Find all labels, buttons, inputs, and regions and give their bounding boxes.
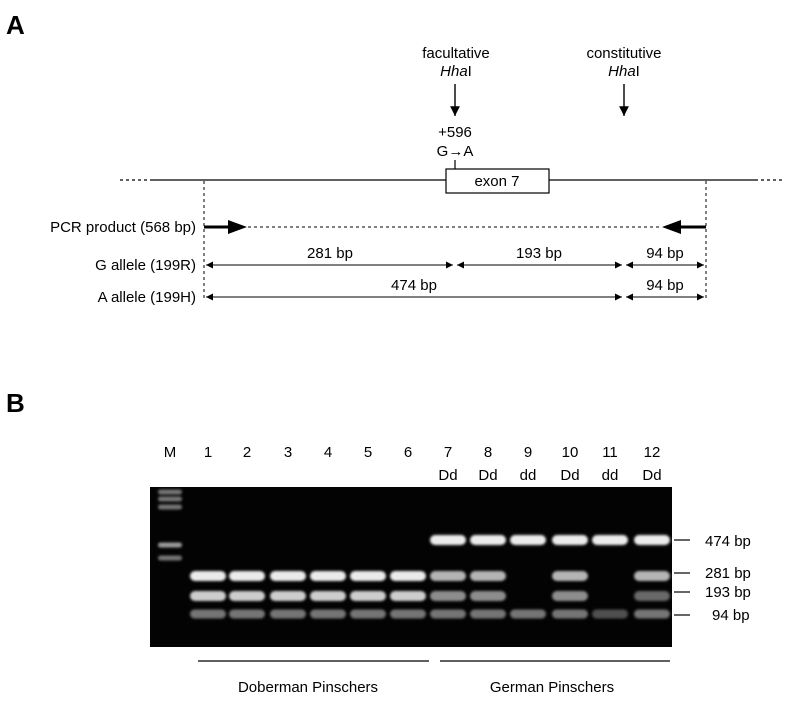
a-474-label: 474 bp	[391, 277, 437, 294]
lane-number-9: 9	[524, 444, 532, 461]
band-lane-4-94	[310, 609, 346, 619]
band-lane-3-94	[270, 609, 306, 619]
band-lane-7-94	[430, 609, 466, 619]
pcr-product-label: PCR product (568 bp)	[50, 219, 196, 236]
lane-genotype-10: Dd	[560, 467, 579, 484]
forward-primer-arrow	[228, 220, 247, 234]
size-label-193: 193 bp	[705, 584, 751, 601]
lane-number-10: 10	[562, 444, 579, 461]
german-group-label: German Pinschers	[490, 679, 614, 696]
mutation-change: G→A	[437, 143, 474, 160]
reverse-primer-arrow	[662, 220, 681, 234]
size-marker-group: 474 bp 281 bp 193 bp 94 bp	[674, 533, 751, 624]
band-lane-7-281	[430, 571, 466, 581]
band-lane-11-94	[592, 609, 628, 619]
band-lane-3-193	[270, 591, 306, 601]
gel-image	[150, 487, 672, 647]
lane-number-2: 2	[243, 444, 251, 461]
band-lane-10-94	[552, 609, 588, 619]
band-lane-2-193	[229, 591, 265, 601]
band-lane-10-193	[552, 591, 588, 601]
lane-genotype-7: Dd	[438, 467, 457, 484]
lane-number-M: M	[164, 444, 177, 461]
ladder-band-4	[158, 542, 182, 548]
band-lane-12-474	[634, 535, 670, 545]
band-lane-5-94	[350, 609, 386, 619]
band-lane-12-94	[634, 609, 670, 619]
band-lane-5-193	[350, 591, 386, 601]
lane-genotype-8: Dd	[478, 467, 497, 484]
lane-number-12: 12	[644, 444, 661, 461]
constitutive-label: constitutive	[586, 45, 661, 62]
band-lane-1-281	[190, 571, 226, 581]
ladder-band-2	[158, 496, 182, 502]
band-lane-2-94	[229, 609, 265, 619]
band-lane-5-281	[350, 571, 386, 581]
band-lane-4-193	[310, 591, 346, 601]
size-label-281: 281 bp	[705, 565, 751, 582]
g-193-label: 193 bp	[516, 245, 562, 262]
g-94-label: 94 bp	[646, 245, 684, 262]
band-lane-6-94	[390, 609, 426, 619]
lane-number-5: 5	[364, 444, 372, 461]
ladder-band-1	[158, 489, 182, 495]
g-281-label: 281 bp	[307, 245, 353, 262]
ladder-band-5	[158, 555, 182, 561]
facultative-label: facultative	[422, 45, 490, 62]
size-label-94: 94 bp	[712, 607, 750, 624]
lane-genotype-12: Dd	[642, 467, 661, 484]
ladder-band-3	[158, 504, 182, 510]
g-allele-label: G allele (199R)	[95, 257, 196, 274]
lane-number-3: 3	[284, 444, 292, 461]
band-lane-7-474	[430, 535, 466, 545]
lane-number-6: 6	[404, 444, 412, 461]
band-lane-4-281	[310, 571, 346, 581]
band-lane-9-94	[510, 609, 546, 619]
exon-box	[445, 168, 550, 194]
lane-genotype-9: dd	[520, 467, 537, 484]
lane-genotype-11: dd	[602, 467, 619, 484]
band-lane-12-193	[634, 591, 670, 601]
lane-number-8: 8	[484, 444, 492, 461]
band-lane-6-281	[390, 571, 426, 581]
band-lane-8-94	[470, 609, 506, 619]
band-lane-6-193	[390, 591, 426, 601]
a-allele-label: A allele (199H)	[98, 289, 196, 306]
panel-b-label: B	[6, 388, 25, 418]
band-lane-1-94	[190, 609, 226, 619]
band-lane-2-281	[229, 571, 265, 581]
a-94-label: 94 bp	[646, 277, 684, 294]
band-lane-12-281	[634, 571, 670, 581]
gel-bands	[158, 489, 670, 619]
doberman-group-label: Doberman Pinschers	[238, 679, 378, 696]
band-lane-10-474	[552, 535, 588, 545]
exon-label: exon 7	[474, 173, 519, 190]
band-lane-7-193	[430, 591, 466, 601]
band-lane-9-474	[510, 535, 546, 545]
band-lane-8-281	[470, 571, 506, 581]
panel-a-label: A	[6, 10, 25, 40]
band-lane-8-474	[470, 535, 506, 545]
facultative-hhai-label: HhaI	[440, 63, 472, 80]
band-lane-10-281	[552, 571, 588, 581]
mutation-position: +596	[438, 124, 472, 141]
size-label-474: 474 bp	[705, 533, 751, 550]
lane-number-4: 4	[324, 444, 332, 461]
band-lane-8-193	[470, 591, 506, 601]
constitutive-hhai-label: HhaI	[608, 63, 640, 80]
lane-number-1: 1	[204, 444, 212, 461]
lane-number-7: 7	[444, 444, 452, 461]
lane-number-11: 11	[602, 444, 618, 461]
band-lane-11-474	[592, 535, 628, 545]
band-lane-3-281	[270, 571, 306, 581]
band-lane-1-193	[190, 591, 226, 601]
